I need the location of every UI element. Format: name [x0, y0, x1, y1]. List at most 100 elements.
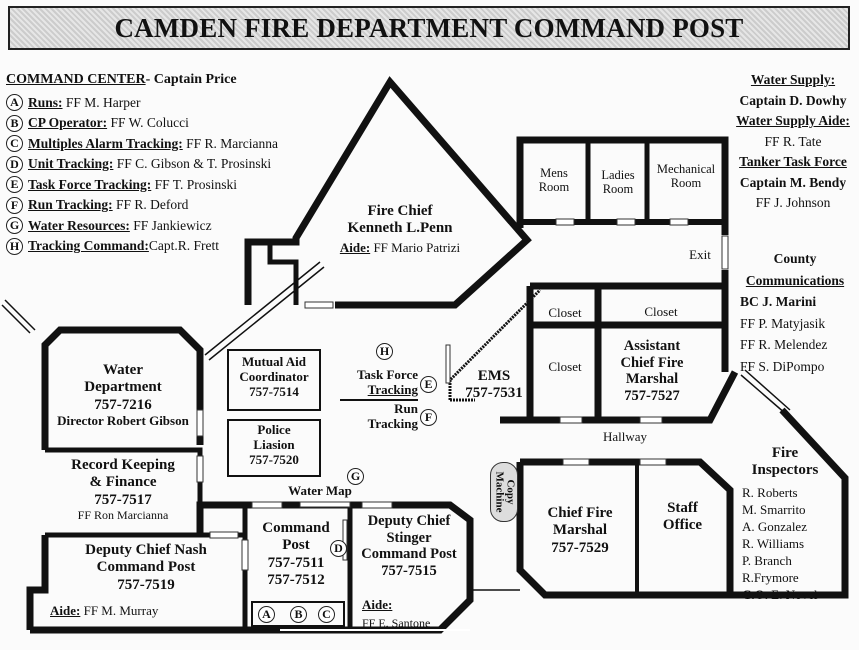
legend-person: FF R. Deford [112, 197, 189, 213]
room-label: Marshal [625, 371, 679, 388]
room-closet-2: Closet [644, 304, 678, 319]
marker-a-icon: A [6, 94, 23, 112]
legend-person: Capt.R. Frett [148, 238, 220, 254]
legend-person: FF M. Harper [62, 94, 141, 110]
legend-role: Run Tracking: [28, 197, 113, 213]
water-map-label: Water Map [288, 483, 352, 498]
legend-person: FF W. Colucci [107, 115, 189, 131]
legend-role: Unit Tracking: [28, 156, 114, 172]
room-label: Deputy Chief [367, 513, 451, 529]
room-label: Mens [540, 166, 568, 180]
room-label: Deputy Chief Nash [85, 542, 207, 558]
marker-b-icon: B [6, 114, 23, 132]
room-label: Ladies [601, 168, 635, 182]
marker-f-icon: F [420, 409, 437, 426]
room-label: Command Post [96, 559, 196, 576]
room-phone: 757-7216 [94, 396, 152, 413]
wall-exit-corridor [530, 270, 729, 290]
aide-label: Aide: [339, 239, 371, 255]
marker-c-icon: C [6, 135, 23, 153]
legend-role: Multiples Alarm Tracking: [28, 135, 183, 151]
room-label: Record Keeping [71, 457, 175, 473]
legend-item: C Multiples Alarm Tracking: FF R. Marcian… [6, 134, 278, 155]
room-fire-chief: Fire Chief Kenneth L.Penn Aide: FF Mario… [330, 203, 470, 255]
room-director: Director Robert Gibson [57, 412, 189, 428]
water-supply-aide: FF R. Tate [764, 133, 822, 149]
wall-fire-chief [244, 76, 532, 309]
room-phone: 757-7520 [249, 451, 299, 467]
tanker-heading: Tanker Task Force [739, 154, 847, 169]
room-label: Room [602, 182, 634, 197]
marker-h-icon: H [6, 237, 23, 255]
water-supply-panel: Water Supply: Captain D. Dowhy Water Sup… [730, 70, 856, 214]
marker-f-icon: F [6, 196, 23, 214]
room-label: Tracking [367, 381, 418, 397]
water-supply-aide-heading: Water Supply Aide: [736, 113, 850, 128]
room-label: Liasion [253, 436, 295, 452]
co-label: C.O. [742, 587, 768, 602]
county-heading: County [773, 251, 817, 266]
county-member: FF P. Matyjasik [740, 315, 826, 331]
inspector-name: A. Gonzalez [742, 519, 807, 534]
county-member: FF R. Melendez [740, 337, 828, 352]
room-label: Staff [667, 500, 698, 516]
copy-label: Machine [493, 471, 506, 513]
tanker-captain: Captain M. Bendy [739, 174, 847, 190]
room-label: Command Post [361, 546, 457, 563]
legend-role: Task Force Tracking: [28, 176, 152, 192]
hallway-label: Hallway [602, 429, 648, 444]
inspector-name: R. Roberts [742, 485, 798, 500]
wall-cfm [516, 407, 849, 599]
page-title: CAMDEN FIRE DEPARTMENT COMMAND POST [8, 6, 850, 50]
room-label: Mechanical [656, 162, 716, 176]
marker-a-icon: A [258, 606, 275, 623]
room-closet-1: Closet [548, 305, 582, 320]
room-label: Post [282, 537, 310, 554]
tanker-ff: FF J. Johnson [755, 195, 831, 210]
legend-person: FF R. Marcianna [182, 135, 278, 151]
marker-g-icon: G [6, 217, 23, 235]
marker-d-icon: D [330, 540, 347, 557]
room-phone: 757-7519 [117, 576, 175, 593]
marker-e-icon: E [420, 376, 437, 393]
room-phone: 757-7517 [94, 491, 152, 508]
legend-role: Runs: [28, 94, 63, 110]
room-phone: 757-7527 [624, 388, 680, 405]
legend-role: Water Resources: [28, 217, 130, 233]
room-label: Marshal [552, 522, 608, 539]
room-label: Police [257, 422, 291, 437]
room-label: Inspectors [751, 462, 819, 479]
legend-item: F Run Tracking: FF R. Deford [6, 195, 278, 216]
county-panel: County Communications BC J. Marini FF P.… [740, 248, 850, 377]
room-label: Chief Fire [547, 505, 613, 521]
wall-fire-chief-inner [267, 242, 299, 305]
water-supply-heading: Water Supply: [750, 72, 836, 87]
room-label: Fire [771, 445, 799, 461]
room-label: Kenneth L.Penn [347, 220, 453, 237]
marker-b-icon: B [290, 606, 307, 623]
marker-g-icon: G [347, 468, 364, 485]
room-phone: 757-7529 [551, 539, 609, 556]
wall-restrooms [516, 136, 729, 235]
inspector-name: M. Smarrito [742, 502, 806, 517]
nash-aide: Aide: FF M. Murray [50, 603, 158, 619]
legend-leader: - Captain Price [145, 72, 237, 88]
legend-role: Tracking Command: [28, 238, 149, 254]
marker-h-icon: H [376, 343, 393, 360]
room-label: Office [662, 517, 703, 534]
room-phone: 757-7514 [249, 383, 299, 399]
wall-water-dept [41, 326, 204, 450]
